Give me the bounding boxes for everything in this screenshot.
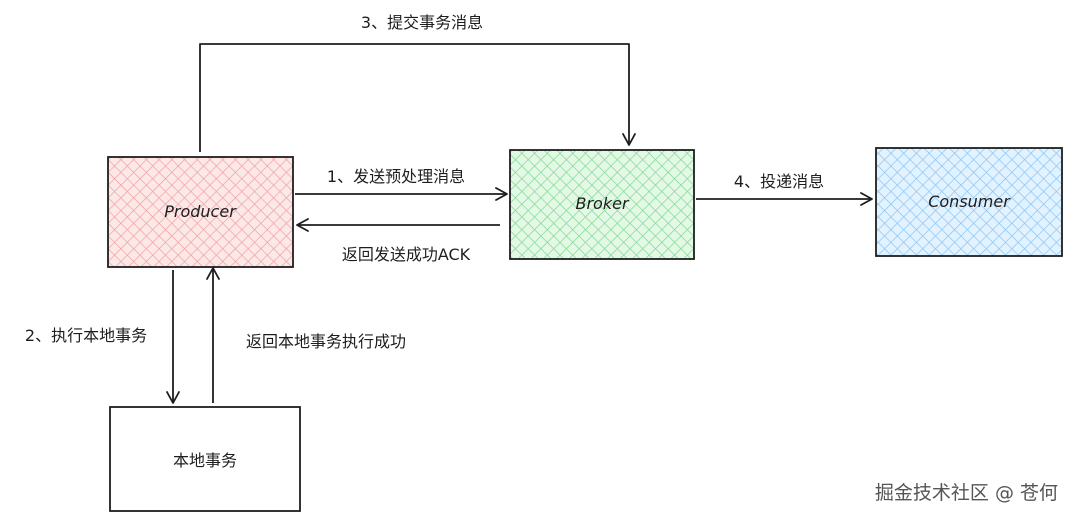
send-prepare-label: 1、发送预处理消息 bbox=[327, 167, 465, 186]
commit-label: 3、提交事务消息 bbox=[361, 13, 483, 32]
deliver-label: 4、投递消息 bbox=[734, 172, 824, 191]
local-tx-box bbox=[109, 406, 301, 512]
return-ack-label: 返回发送成功ACK bbox=[342, 245, 471, 264]
commit-arrow bbox=[199, 43, 636, 152]
broker-label: Broker bbox=[575, 194, 629, 213]
consumer-node: Consumer bbox=[875, 147, 1063, 257]
local-tx-label: 本地事务 bbox=[173, 451, 237, 470]
local-tx-node: 本地事务 bbox=[109, 406, 301, 512]
consumer-box bbox=[875, 147, 1063, 257]
broker-node: Broker bbox=[509, 149, 695, 260]
producer-label: Producer bbox=[164, 202, 237, 221]
producer-node: Producer bbox=[107, 156, 294, 268]
producer-box bbox=[107, 156, 294, 268]
watermark: 掘金技术社区 @ 苍何 bbox=[875, 482, 1058, 504]
return-local-label: 返回本地事务执行成功 bbox=[246, 332, 406, 351]
consumer-label: Consumer bbox=[928, 192, 1011, 211]
exec-local-label: 2、执行本地事务 bbox=[25, 326, 147, 345]
broker-box bbox=[509, 149, 695, 260]
